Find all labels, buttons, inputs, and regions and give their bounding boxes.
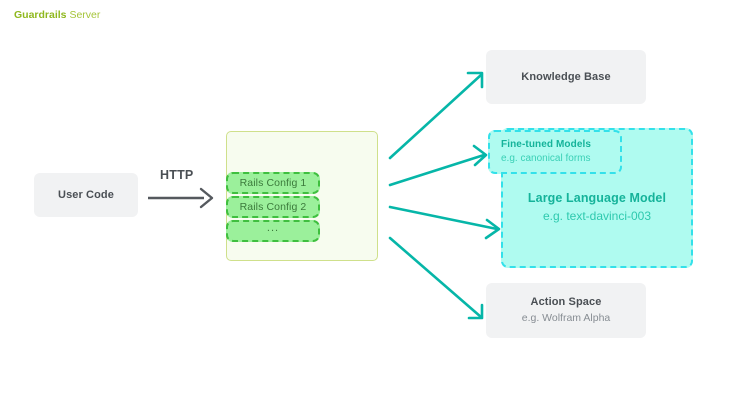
arrow-to-action-space	[388, 236, 484, 320]
rails-config-label: ...	[266, 222, 280, 234]
rails-config-item[interactable]: Rails Config 1	[226, 172, 320, 194]
guardrails-server-title-rest: Server	[66, 9, 101, 21]
action-space-subtitle: e.g. Wolfram Alpha	[521, 312, 611, 325]
knowledge-base-node[interactable]: Knowledge Base	[486, 50, 646, 104]
arrow-to-large-language-model	[388, 205, 501, 240]
http-label: HTTP	[160, 168, 194, 182]
knowledge-base-title: Knowledge Base	[521, 70, 611, 83]
rails-config-item[interactable]: ...	[226, 220, 320, 242]
guardrails-server-title: Guardrails Server	[14, 9, 100, 21]
fine-tuned-models-subtitle: e.g. canonical forms	[501, 152, 591, 164]
fine-tuned-models-title: Fine-tuned Models	[501, 138, 592, 150]
large-language-model-title: Large Language Model	[527, 191, 667, 205]
arrow-right-icon	[148, 187, 214, 209]
http-connector: HTTP	[148, 168, 220, 210]
rails-config-label: Rails Config 1	[239, 177, 307, 189]
arrow-to-fine-tuned-models	[388, 144, 488, 187]
large-language-model-text: Large Language Model e.g. text-davinci-0…	[503, 190, 691, 225]
user-code-label: User Code	[58, 188, 114, 201]
fine-tuned-models-node[interactable]: Fine-tuned Models e.g. canonical forms	[488, 130, 622, 174]
rails-config-item[interactable]: Rails Config 2	[226, 196, 320, 218]
large-language-model-subtitle: e.g. text-davinci-003	[542, 208, 652, 223]
user-code-node[interactable]: User Code	[34, 173, 138, 217]
arrow-to-knowledge-base	[388, 71, 484, 160]
rails-config-label: Rails Config 2	[239, 201, 307, 213]
action-space-node[interactable]: Action Space e.g. Wolfram Alpha	[486, 283, 646, 338]
guardrails-server-title-strong: Guardrails	[14, 9, 67, 21]
action-space-title: Action Space	[530, 296, 602, 309]
